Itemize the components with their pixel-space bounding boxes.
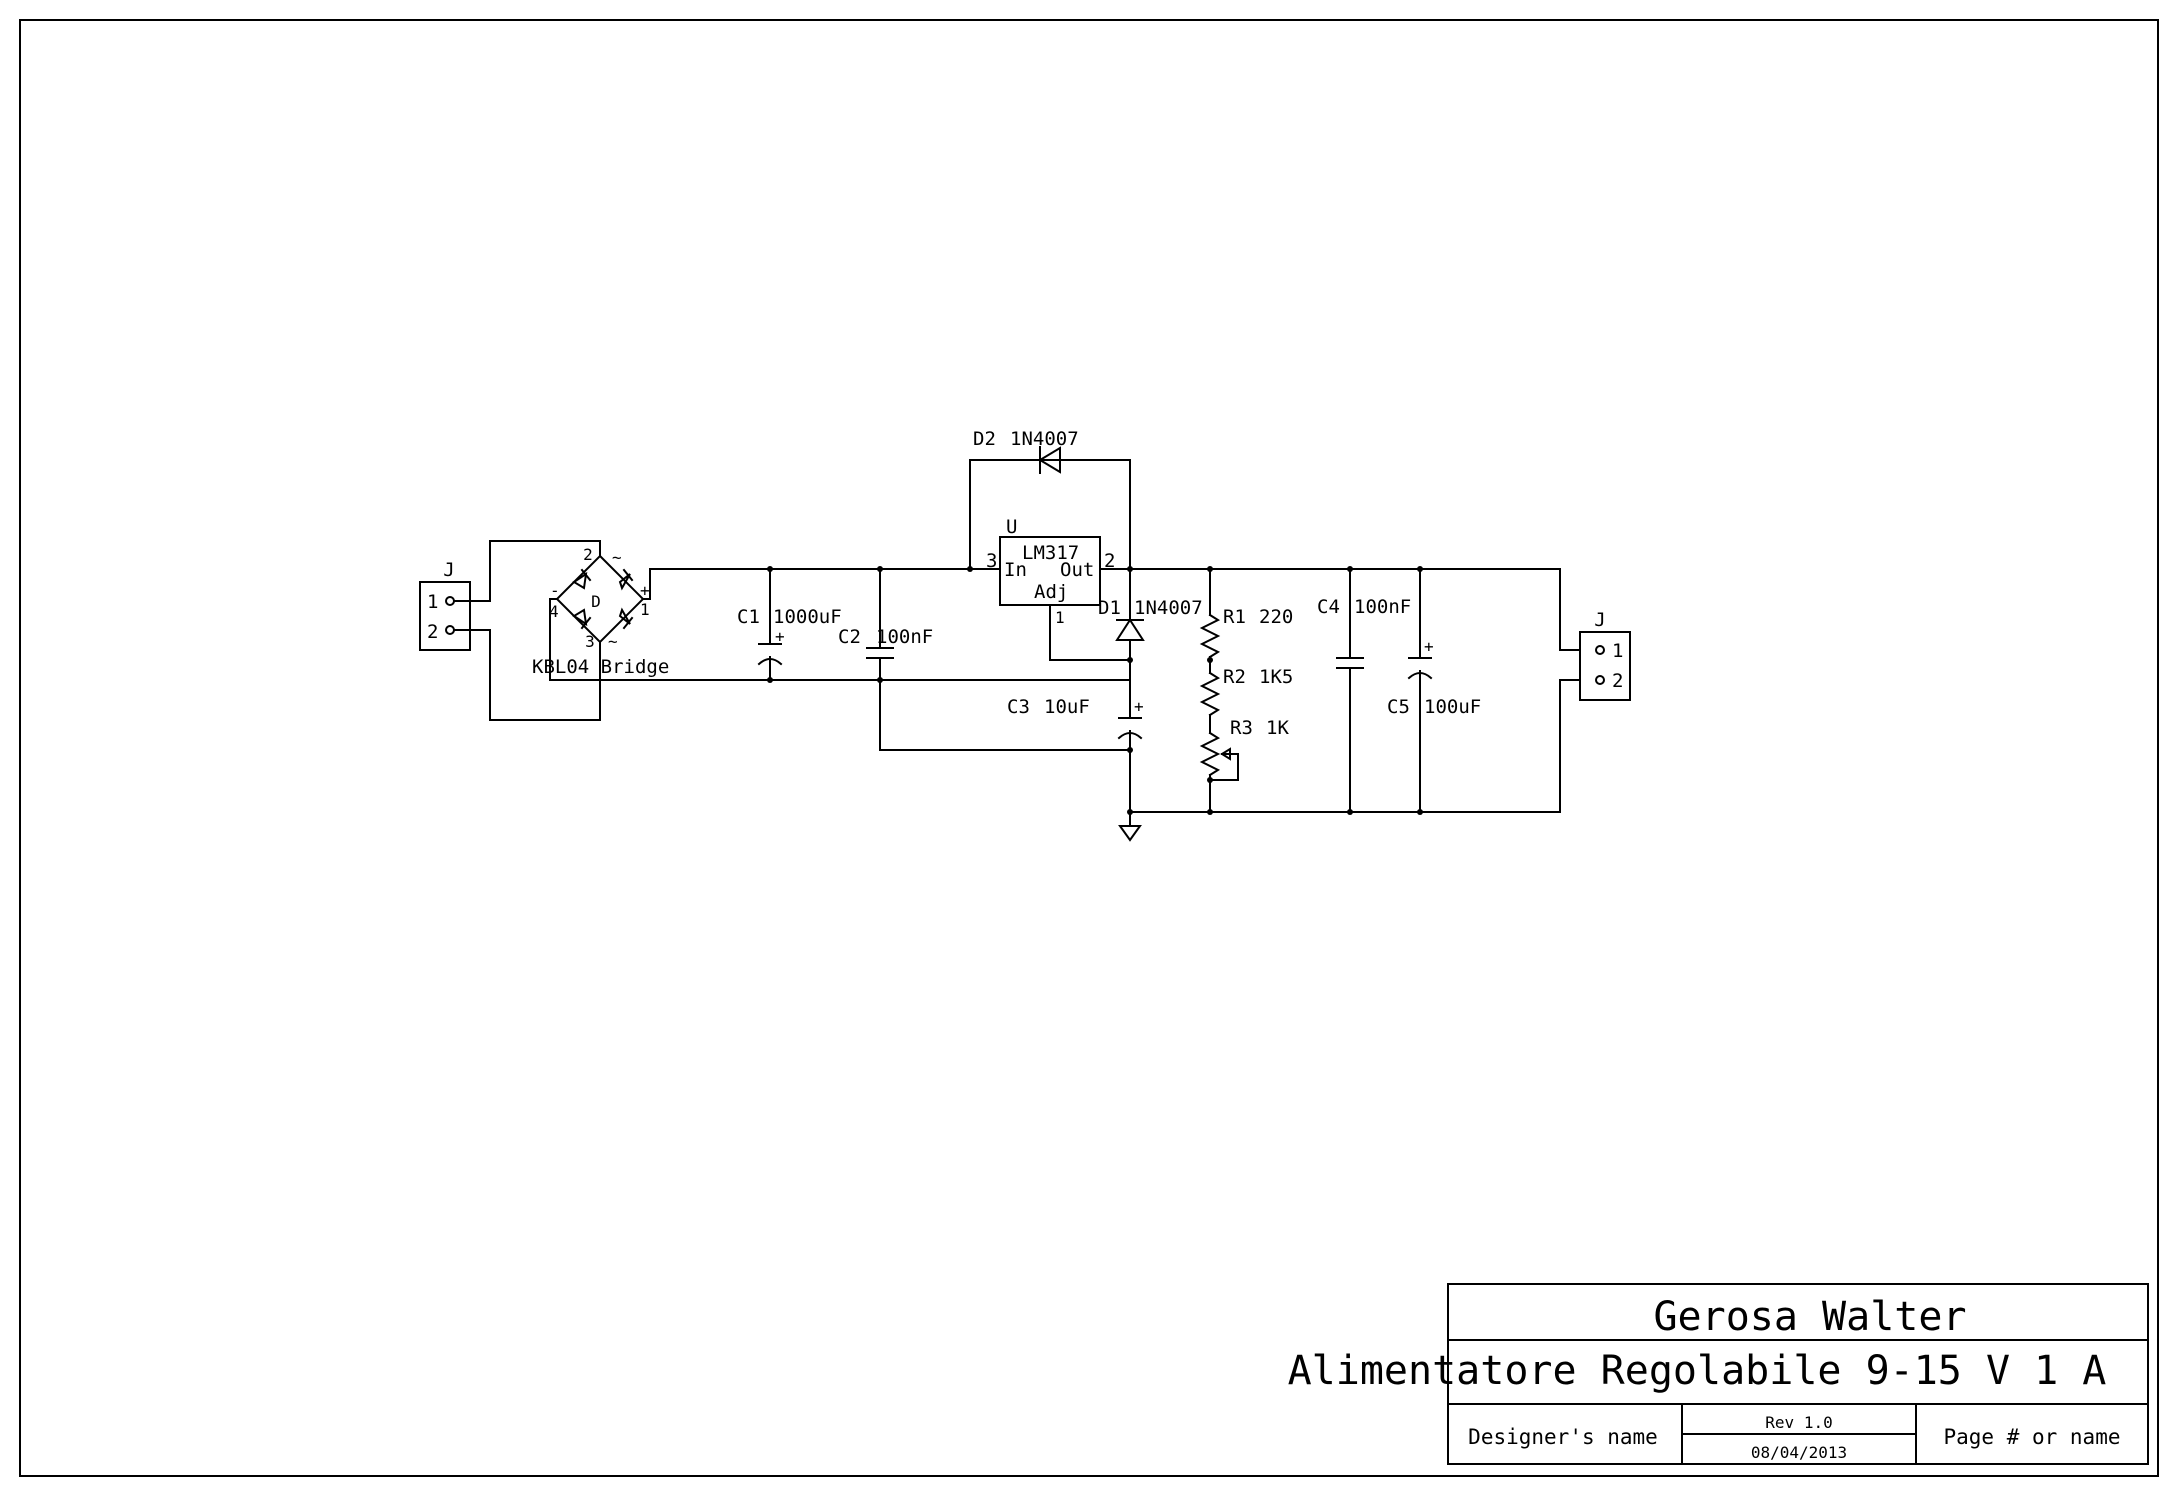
bridge-pin4: 4 [549, 602, 559, 621]
r1-value: 220 [1259, 606, 1293, 628]
bridge-plus: + [640, 581, 650, 600]
r1-ref: R1 [1223, 606, 1246, 628]
capacitor-c1: + C1 1000uF [737, 568, 842, 681]
u-adj: Adj [1034, 581, 1068, 603]
u-out: Out [1060, 559, 1094, 581]
sheet-border [19, 19, 2159, 1477]
c1-ref: C1 [737, 606, 760, 628]
r3-ref: R3 [1230, 717, 1253, 739]
ground-rail [1129, 679, 1581, 813]
diode-d1: D1 1N4007 [1098, 568, 1203, 719]
potentiometer-r3: R3 1K [1199, 717, 1289, 813]
r2-value: 1K5 [1259, 666, 1293, 688]
page-name: Page # or name [1943, 1425, 2120, 1449]
title-block: Gerosa Walter Alimentatore Regolabile 9-… [1288, 1283, 2149, 1465]
output-connector-pin1: 1 [1612, 640, 1623, 662]
output-connector-ref: J [1594, 609, 1605, 631]
diode-d2: D2 1N4007 [969, 428, 1131, 570]
c1-polarity: + [775, 627, 785, 646]
ground-icon [1118, 811, 1142, 842]
bridge-output-wires [549, 568, 1131, 681]
c5-value: 100uF [1424, 696, 1481, 718]
c3-polarity: + [1134, 697, 1144, 716]
author-name: Gerosa Walter [1653, 1294, 1966, 1340]
c1-value: 1000uF [773, 606, 842, 628]
c2-value: 100nF [876, 626, 933, 648]
capacitor-c2: C2 100nF [838, 568, 933, 751]
r2-ref: R2 [1223, 666, 1246, 688]
regulator-lm317: U LM317 In Out Adj 3 2 1 [969, 516, 1131, 661]
bridge-label: KBL04 Bridge [532, 656, 669, 678]
c4-ref: C4 [1317, 596, 1340, 618]
bridge-pin1: 1 [640, 600, 650, 619]
bridge-ref: D [591, 592, 601, 611]
bridge-pin3: 3 [585, 632, 595, 651]
u-pin-out: 2 [1104, 550, 1115, 572]
input-connector-ref: J [443, 559, 454, 581]
bridge-ac-top: ~ [612, 548, 622, 567]
capacitor-c4: C4 100nF [1317, 568, 1411, 813]
date: 08/04/2013 [1751, 1443, 1847, 1462]
d2-ref: D2 [973, 428, 996, 450]
r3-value: 1K [1266, 717, 1289, 739]
junction-dots [767, 566, 1423, 815]
c3-ref: C3 [1007, 696, 1030, 718]
c4-value: 100nF [1354, 596, 1411, 618]
u-in: In [1004, 559, 1027, 581]
bridge-rectifier: D 2 ~ + 1 - 4 3 ~ KBL04 Bridge [532, 545, 669, 678]
d2-value: 1N4007 [1010, 428, 1079, 450]
output-connector-pin2: 2 [1612, 670, 1623, 692]
u-pin-adj: 1 [1055, 608, 1065, 627]
output-rail [1129, 568, 1581, 651]
c2-ref: C2 [838, 626, 861, 648]
u-pin-in: 3 [986, 550, 997, 572]
schematic-title: Alimentatore Regolabile 9-15 V 1 A [1288, 1348, 2107, 1394]
designer-name: Designer's name [1468, 1425, 1658, 1449]
d1-value: 1N4007 [1134, 597, 1203, 619]
c5-polarity: + [1424, 637, 1434, 656]
u-ref: U [1006, 516, 1017, 538]
u-part: LM317 [1022, 542, 1079, 564]
input-wires [453, 540, 601, 721]
resistor-r1: R1 220 [1199, 568, 1293, 661]
output-connector: J 1 2 [1579, 609, 1631, 701]
input-connector-pin1: 1 [427, 591, 438, 613]
c5-ref: C5 [1387, 696, 1410, 718]
capacitor-c5: + C5 100uF [1387, 568, 1481, 813]
revision: Rev 1.0 [1765, 1413, 1832, 1432]
bridge-pin2: 2 [583, 545, 593, 564]
resistor-r2: R2 1K5 [1199, 659, 1293, 734]
bridge-ac-bottom: ~ [608, 632, 618, 651]
bridge-minus: - [550, 581, 560, 600]
c3-value: 10uF [1044, 696, 1090, 718]
input-connector-pin2: 2 [427, 621, 438, 643]
capacitor-c3: + C3 10uF [1007, 696, 1144, 813]
input-connector: J 1 2 [419, 559, 471, 651]
d1-ref: D1 [1098, 597, 1121, 619]
